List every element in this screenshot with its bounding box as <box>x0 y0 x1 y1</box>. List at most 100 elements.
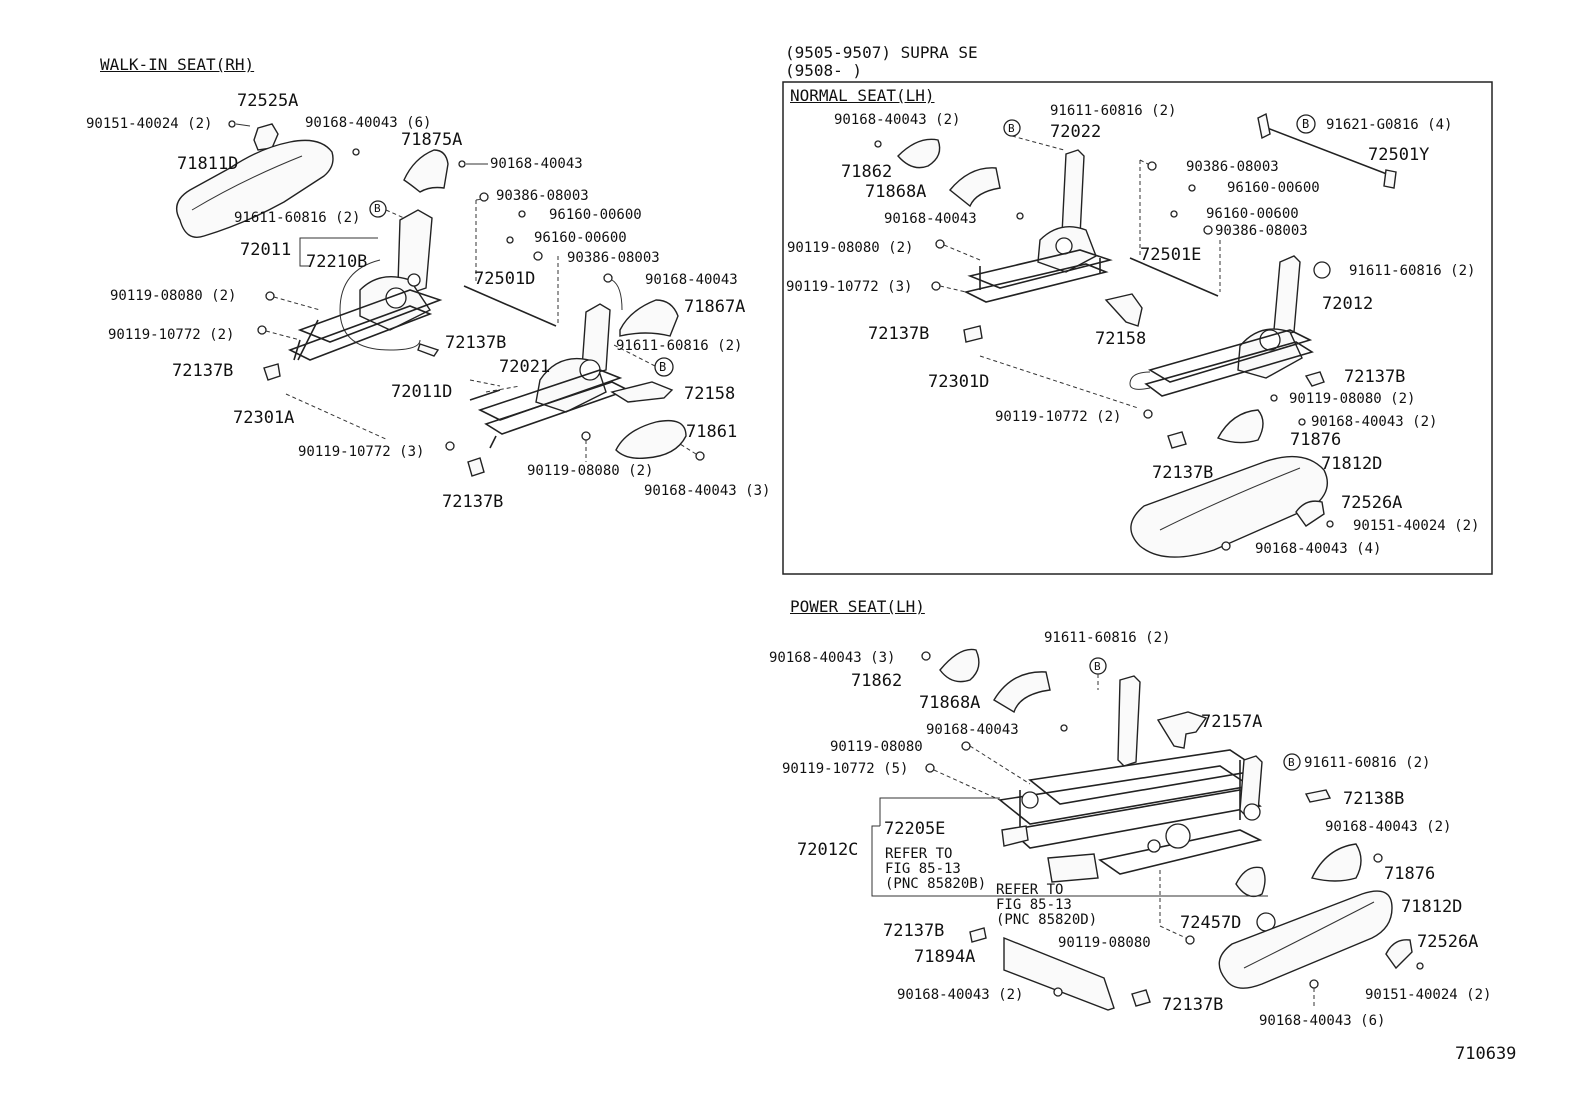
part-label-90168-40043-3: 90168-40043 (3) <box>644 483 771 499</box>
part-label-90119-10772-3-n: 90119-10772 (3) <box>786 279 913 295</box>
part-label-72011D: 72011D <box>391 382 453 402</box>
figure-number: 710639 <box>1455 1044 1517 1064</box>
part-label-91611-60816-p-b: 91611-60816 (2) <box>1304 755 1431 771</box>
part-label-90151-40024: 90151-40024 (2) <box>86 116 213 132</box>
part-label-91611-60816-p: 91611-60816 (2) <box>1044 630 1171 646</box>
part-label-90168-40043-a: 90168-40043 <box>490 156 583 172</box>
part-label-90168-40043-3-p: 90168-40043 (3) <box>769 650 896 666</box>
callout-b-marker: B <box>1008 122 1015 135</box>
part-label-90168-40043-n: 90168-40043 <box>884 211 977 227</box>
part-label-72138B: 72138B <box>1343 789 1405 809</box>
part-label-71811D: 71811D <box>177 154 239 174</box>
part-label-90386-08003-n-b: 90386-08003 <box>1215 223 1308 239</box>
power-seat-drawing <box>871 648 1424 1011</box>
part-label-72158: 72158 <box>684 384 736 404</box>
callout-b-marker: B <box>659 360 667 374</box>
part-label-90119-10772-a: 90119-10772 (2) <box>108 327 235 343</box>
part-label-72157A: 72157A <box>1201 712 1263 732</box>
part-label-96160-00600-n-b: 96160-00600 <box>1206 206 1299 222</box>
part-label-72011: 72011 <box>240 240 292 260</box>
part-label-90168-40043-6-p: 90168-40043 (6) <box>1259 1013 1386 1029</box>
part-label-96160-00600-b: 96160-00600 <box>534 230 627 246</box>
part-label-72501D: 72501D <box>474 269 536 289</box>
part-label-72012C: 72012C <box>797 840 859 860</box>
part-label-91611-60816-a: 91611-60816 (2) <box>234 210 361 226</box>
part-label-90119-08080-p-b: 90119-08080 <box>1058 935 1151 951</box>
part-label-91611-60816-n-b: 91611-60816 (2) <box>1349 263 1476 279</box>
part-label-90119-10772-3: 90119-10772 (3) <box>298 444 425 460</box>
part-label-72526A-n: 72526A <box>1341 493 1403 513</box>
part-label-72137B-n-a: 72137B <box>868 324 930 344</box>
part-label-90168-40043-2-n: 90168-40043 (2) <box>834 112 961 128</box>
part-label-90119-10772-5: 90119-10772 (5) <box>782 761 909 777</box>
part-label-91611-60816-b: 91611-60816 (2) <box>616 338 743 354</box>
part-label-72137B-b: 72137B <box>172 361 234 381</box>
supra-model-heading-line2: (9508- ) <box>785 61 863 80</box>
part-label-90119-08080-p: 90119-08080 <box>830 739 923 755</box>
part-label-72021: 72021 <box>499 357 551 377</box>
part-label-90119-08080-a: 90119-08080 (2) <box>110 288 237 304</box>
part-label-90119-08080-b: 90119-08080 (2) <box>527 463 654 479</box>
part-label-71867A: 71867A <box>684 297 746 317</box>
part-label-72501E: 72501E <box>1140 245 1202 265</box>
part-label-71876-p: 71876 <box>1384 864 1436 884</box>
part-label-90119-08080-n: 90119-08080 (2) <box>787 240 914 256</box>
part-label-71868A-n: 71868A <box>865 182 927 202</box>
walk-in-seat-heading: WALK-IN SEAT(RH) <box>100 55 255 74</box>
part-label-72137B-p-a: 72137B <box>883 921 945 941</box>
part-label-72301A: 72301A <box>233 408 295 428</box>
part-label-72137B-a: 72137B <box>445 333 507 353</box>
part-label-72012: 72012 <box>1322 294 1374 314</box>
part-label-72137B-n-c: 72137B <box>1152 463 1214 483</box>
part-label-90386-08003-n-a: 90386-08003 <box>1186 159 1279 175</box>
part-label-71868A-p: 71868A <box>919 693 981 713</box>
part-label-90119-10772-2-n: 90119-10772 (2) <box>995 409 1122 425</box>
callout-b-marker: B <box>1288 756 1295 769</box>
part-label-72525A: 72525A <box>237 91 299 111</box>
callout-b-marker: B <box>374 202 381 215</box>
part-label-90151-40024-n: 90151-40024 (2) <box>1353 518 1480 534</box>
part-label-90386-08003-b: 90386-08003 <box>567 250 660 266</box>
normal-seat-heading: NORMAL SEAT(LH) <box>790 86 935 105</box>
part-label-72457D: 72457D <box>1180 913 1242 933</box>
part-label-96160-00600-n-a: 96160-00600 <box>1227 180 1320 196</box>
part-label-72022: 72022 <box>1050 122 1102 142</box>
part-label-71876-n: 71876 <box>1290 430 1342 450</box>
part-label-71862-p: 71862 <box>851 671 903 691</box>
part-label-91611-60816-n: 91611-60816 (2) <box>1050 103 1177 119</box>
part-label-72205E: 72205E <box>884 819 946 839</box>
part-label-90168-40043-2-p: 90168-40043 (2) <box>1325 819 1452 835</box>
part-label-71861: 71861 <box>686 422 738 442</box>
power-seat-heading: POWER SEAT(LH) <box>790 597 925 616</box>
part-label-72526A-p: 72526A <box>1417 932 1479 952</box>
part-label-72301D: 72301D <box>928 372 990 392</box>
part-label-71862-n: 71862 <box>841 162 893 182</box>
part-label-90168-40043-2-p-b: 90168-40043 (2) <box>897 987 1024 1003</box>
reference-note-85820D: REFER TO FIG 85-13 (PNC 85820D) <box>996 882 1098 928</box>
part-label-91621-G0816: 91621-G0816 (4) <box>1326 117 1453 133</box>
part-label-71812D-p: 71812D <box>1401 897 1463 917</box>
part-label-71894A: 71894A <box>914 947 976 967</box>
part-label-90151-40024-p: 90151-40024 (2) <box>1365 987 1492 1003</box>
part-label-72137B-p-b: 72137B <box>1162 995 1224 1015</box>
part-label-72158-n: 72158 <box>1095 329 1147 349</box>
walk-in-seat-drawing <box>176 120 705 477</box>
part-label-90168-40043-2-n-b: 90168-40043 (2) <box>1311 414 1438 430</box>
callout-b-marker: B <box>1302 117 1310 131</box>
part-label-96160-00600-a: 96160-00600 <box>549 207 642 223</box>
part-label-90168-40043-4-n: 90168-40043 (4) <box>1255 541 1382 557</box>
part-label-90119-08080-n-b: 90119-08080 (2) <box>1289 391 1416 407</box>
part-label-90168-40043-p: 90168-40043 <box>926 722 1019 738</box>
part-label-72501Y: 72501Y <box>1368 145 1430 165</box>
part-label-90168-40043-6: 90168-40043 (6) <box>305 115 432 131</box>
part-label-71812D-n: 71812D <box>1321 454 1383 474</box>
normal-seat-drawing <box>874 112 1397 558</box>
callout-b-marker: B <box>1094 660 1101 673</box>
supra-model-heading-line1: (9505-9507) SUPRA SE <box>785 43 978 62</box>
part-label-90168-40043-b: 90168-40043 <box>645 272 738 288</box>
part-label-90386-08003-a: 90386-08003 <box>496 188 589 204</box>
part-label-72137B-c: 72137B <box>442 492 504 512</box>
normal-seat-frame <box>782 81 1493 575</box>
part-label-72137B-n-b: 72137B <box>1344 367 1406 387</box>
part-label-72210B: 72210B <box>306 252 368 272</box>
